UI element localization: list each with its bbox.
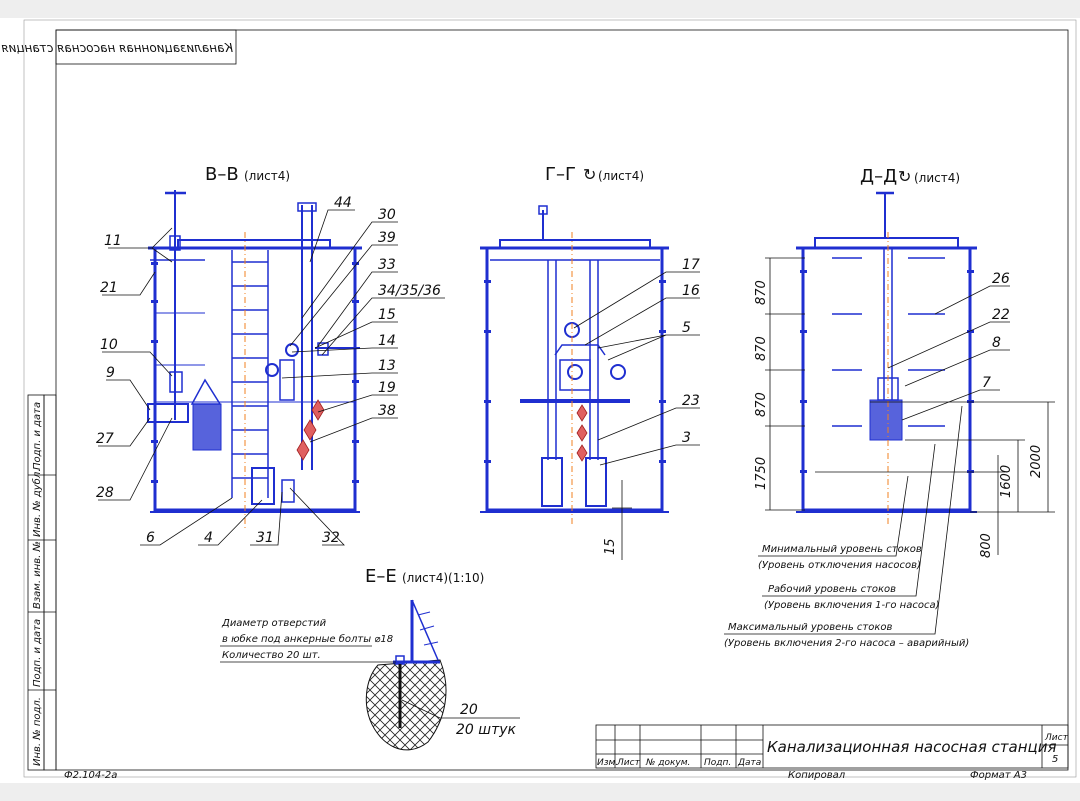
section-dd-ref: (лист4) <box>914 171 960 185</box>
stamp-orig-inv: Инв. № подл. <box>32 697 43 766</box>
level-work-1: Рабочий уровень стоков <box>768 583 896 595</box>
section-gg: Г–Г ↻ (лист4) <box>480 164 700 560</box>
section-dd-label: Д–Д <box>860 166 897 187</box>
callout-13: 13 <box>378 358 396 374</box>
top-title-box: Канализационная насосная станция <box>1 29 237 65</box>
tb-col-list: Лист <box>616 758 641 768</box>
svg-text:↻: ↻ <box>898 167 911 186</box>
dim-870-3: 870 <box>754 392 769 417</box>
dim-1750: 1750 <box>754 457 769 490</box>
callout-39: 39 <box>378 230 396 246</box>
note-ee-3: Количество 20 шт. <box>222 650 321 661</box>
callout-44: 44 <box>334 195 352 211</box>
callout-28: 28 <box>96 485 114 501</box>
stamp-sign-date-2: Подп. и дата <box>32 619 43 687</box>
tb-col-doc: № докум. <box>645 758 690 768</box>
level-min-2: (Уровень отключения насосов) <box>758 560 921 571</box>
tb-copied: Копировал <box>788 770 846 781</box>
tb-col-izm: Изм. <box>597 758 618 768</box>
dim-870-1: 870 <box>754 280 769 305</box>
callout-38: 38 <box>378 403 396 419</box>
section-gg-label: Г–Г <box>545 164 576 185</box>
level-max-2: (Уровень включения 2-го насоса – аварийн… <box>724 638 969 649</box>
tb-sheet-no: 5 <box>1052 754 1058 765</box>
stamp-replace-inv: Взам. инв. № <box>32 541 43 609</box>
callout-17: 17 <box>682 257 700 273</box>
section-ee-ref: (лист4)(1:10) <box>402 571 484 585</box>
section-vv: В–В (лист4) <box>96 164 445 546</box>
callout-21: 21 <box>100 280 118 296</box>
dim-1600: 1600 <box>999 465 1014 498</box>
callout-4: 4 <box>204 530 213 546</box>
callout-23: 23 <box>682 393 700 409</box>
callout-20-qty: 20 штук <box>456 722 517 738</box>
tb-col-date: Дата <box>737 758 761 768</box>
callout-15: 15 <box>378 307 396 323</box>
title-block: Изм. Лист № докум. Подп. Дата Канализаци… <box>595 724 1069 781</box>
section-vv-ref: (лист4) <box>244 169 290 183</box>
callout-11: 11 <box>104 233 122 249</box>
callout-30: 30 <box>378 207 396 223</box>
dim-2000: 2000 <box>1029 445 1044 478</box>
tb-sheet-label: Лист <box>1044 733 1069 743</box>
side-stamp: Подп. и дата Инв. № дубл. Взам. инв. № П… <box>27 394 57 771</box>
note-ee-1: Диаметр отверстий <box>221 618 327 629</box>
callout-34-35-36: 34/35/36 <box>378 283 441 299</box>
tb-format: Формат А3 <box>970 770 1027 781</box>
callout-6: 6 <box>146 530 155 546</box>
note-ee-2: в юбке под анкерные болты ⌀18 <box>222 633 393 645</box>
dim-800: 800 <box>979 533 994 558</box>
stamp-dup-inv: Инв. № дубл. <box>31 469 43 537</box>
callout-20: 20 <box>460 702 478 718</box>
top-title-text: Канализационная насосная станция <box>1 41 233 55</box>
callout-19: 19 <box>378 380 396 396</box>
doc-code: Ф2.104-2а <box>64 770 117 781</box>
level-work-2: (Уровень включения 1-го насоса) <box>764 600 939 611</box>
callout-32: 32 <box>322 530 340 546</box>
section-ee: Е–Е (лист4)(1:10) Диаметр отверстий в юб… <box>220 566 520 751</box>
callout-3: 3 <box>682 430 691 446</box>
level-max-1: Максимальный уровень стоков <box>728 622 893 633</box>
section-ee-label: Е–Е <box>365 566 397 587</box>
svg-text:↻: ↻ <box>583 165 596 184</box>
callout-5: 5 <box>682 320 691 336</box>
callout-33: 33 <box>378 257 396 273</box>
callout-8: 8 <box>992 335 1001 351</box>
callout-16: 16 <box>682 283 700 299</box>
level-min-1: Минимальный уровень стоков <box>762 544 922 555</box>
section-dd: Д–Д ↻ (лист4) <box>724 166 1055 649</box>
callout-7: 7 <box>982 375 991 391</box>
callout-14: 14 <box>378 333 396 349</box>
callout-22: 22 <box>992 307 1010 323</box>
section-vv-label: В–В <box>205 164 239 185</box>
dim-15: 15 <box>603 538 618 555</box>
tb-title: Канализационная насосная станция <box>767 738 1057 756</box>
callout-31: 31 <box>256 530 274 546</box>
dim-870-2: 870 <box>754 336 769 361</box>
tb-col-sign: Подп. <box>704 758 731 768</box>
callout-9: 9 <box>106 365 115 381</box>
stamp-sign-date-1: Подп. и дата <box>32 402 43 470</box>
callout-10: 10 <box>100 337 118 353</box>
section-gg-ref: (лист4) <box>598 169 644 183</box>
callout-27: 27 <box>96 431 114 447</box>
callout-26: 26 <box>992 271 1010 287</box>
